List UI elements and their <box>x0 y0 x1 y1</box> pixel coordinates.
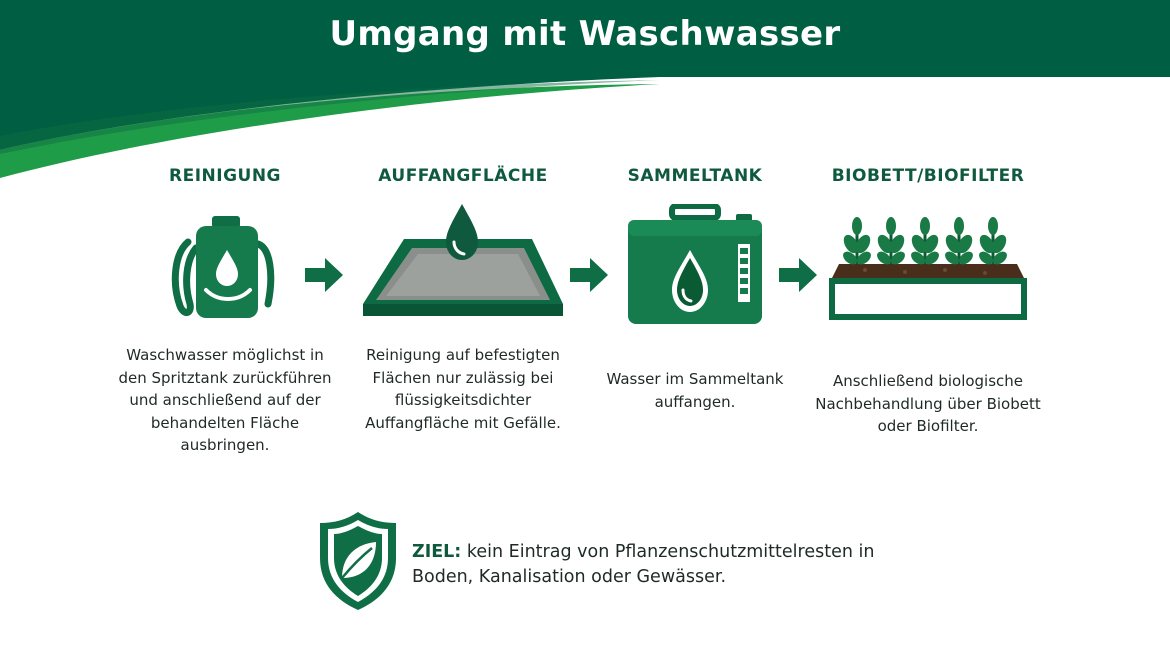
step-description: Waschwasser möglichst in den Spritztank … <box>118 346 332 454</box>
step-description: Wasser im Sammeltank auffangen. <box>606 370 784 411</box>
step-auffangflaeche: AUFFANGFLÄCHE Reinigung auf befestigten … <box>348 164 578 432</box>
step-title: REINIGUNG <box>168 166 282 186</box>
goal-label: ZIEL: <box>412 542 462 562</box>
goal-box: ZIEL: kein Eintrag von Pflanzenschutzmit… <box>318 510 918 620</box>
step-reinigung: REINIGUNG Waschwasser möglichst in den S… <box>110 164 340 454</box>
step-description: Anschließend biologische Nachbehandlung … <box>815 372 1041 435</box>
collection-tray-icon <box>348 204 578 334</box>
goal-text: ZIEL: kein Eintrag von Pflanzenschutzmit… <box>412 540 912 590</box>
arrow-right-icon <box>305 258 343 292</box>
leaf-shield-icon <box>318 510 398 616</box>
step-sammeltank: SAMMELTANK Wasser im Sammeltank auffange… <box>580 164 810 411</box>
biobed-plants-icon <box>813 204 1043 334</box>
page-title: Umgang mit Waschwasser <box>329 14 841 54</box>
collection-tank-icon <box>580 204 810 334</box>
header-banner <box>0 0 1170 200</box>
step-title: AUFFANGFLÄCHE <box>378 166 548 186</box>
step-description: Reinigung auf befestigten Flächen nur zu… <box>365 346 561 432</box>
step-title: SAMMELTANK <box>627 166 763 186</box>
arrow-right-icon <box>570 258 608 292</box>
step-title: BIOBETT/BIOFILTER <box>831 166 1025 186</box>
sprayer-tank-icon <box>110 204 340 334</box>
step-biobett: BIOBETT/BIOFILTER <box>813 164 1043 435</box>
goal-description: kein Eintrag von Pflanzenschutzmittelres… <box>412 542 875 587</box>
arrow-right-icon <box>779 258 817 292</box>
